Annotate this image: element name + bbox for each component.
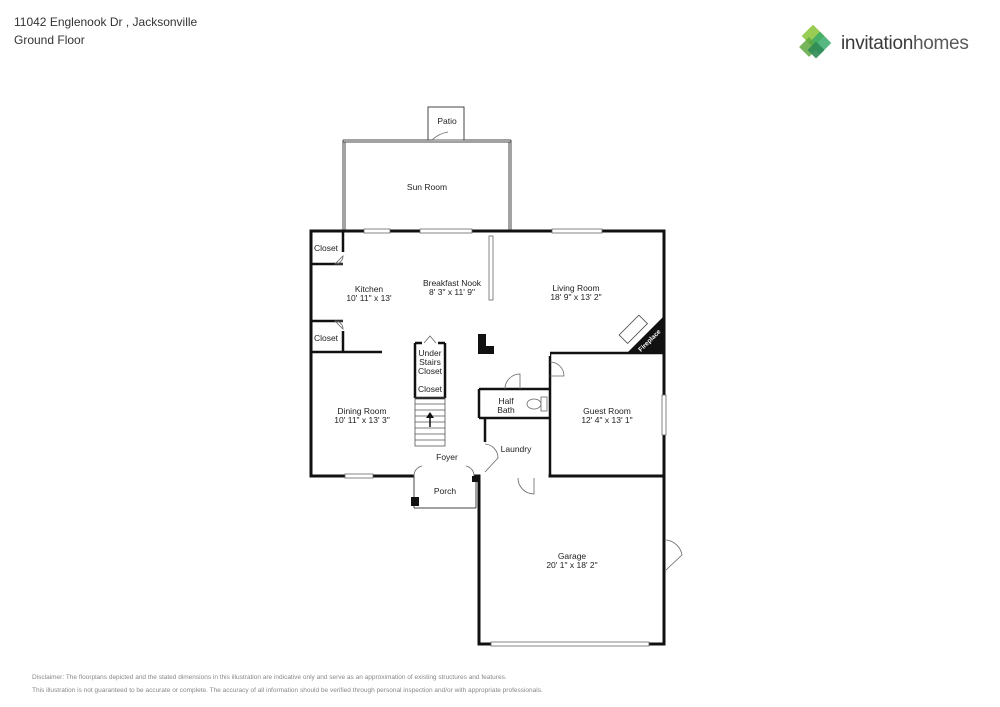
door-swings bbox=[334, 131, 683, 571]
guest-room-label: Guest Room bbox=[583, 406, 631, 416]
logo-wordmark: invitationhomes bbox=[841, 33, 969, 55]
porch-column-right bbox=[472, 476, 478, 482]
stair-up-arrow-icon bbox=[426, 412, 434, 427]
column-block-base bbox=[478, 346, 494, 354]
fireplace-hearth bbox=[627, 316, 664, 353]
under-stairs-label-3: Closet bbox=[418, 366, 443, 376]
logo-word-homes: homes bbox=[913, 33, 969, 54]
closet-mid-label: Closet bbox=[314, 333, 339, 343]
property-address: 11042 Englenook Dr , Jacksonville bbox=[14, 15, 198, 29]
logo-mark-icon bbox=[799, 24, 832, 59]
fireplace-insert bbox=[618, 314, 649, 345]
door-openings bbox=[414, 351, 550, 479]
porch-column bbox=[411, 497, 419, 506]
porch-label: Porch bbox=[434, 486, 456, 496]
logo-word-invitation: invitation bbox=[841, 33, 913, 54]
windows bbox=[344, 228, 667, 647]
sun-room-label: Sun Room bbox=[407, 182, 447, 192]
column-block bbox=[478, 334, 486, 354]
kitchen-dimensions: 10' 11" x 13' bbox=[346, 293, 392, 303]
toilet-icon bbox=[526, 396, 548, 412]
half-bath-label-2: Bath bbox=[497, 405, 515, 415]
disclaimer-line-2: This illustration is not guaranteed to b… bbox=[32, 687, 543, 694]
closet-top-label: Closet bbox=[314, 243, 339, 253]
room-labels: Patio Sun Room Closet Kitchen 10' 11" x … bbox=[314, 116, 633, 570]
living-room-dimensions: 18' 9" x 13' 2" bbox=[550, 292, 601, 302]
half-bath-label-1: Half bbox=[498, 396, 514, 406]
disclaimer-line-1: Disclaimer: The floorplans depicted and … bbox=[32, 674, 507, 681]
exterior-walls bbox=[309, 229, 666, 646]
breakfast-nook-dimensions: 8' 3" x 11' 9" bbox=[429, 287, 475, 297]
breakfast-nook-label: Breakfast Nook bbox=[423, 278, 482, 288]
under-stairs-label-2: Stairs bbox=[419, 357, 441, 367]
floor-label: Ground Floor bbox=[14, 33, 85, 47]
kitchen-label: Kitchen bbox=[355, 284, 384, 294]
under-stairs-label-1: Under bbox=[418, 348, 441, 358]
guest-room-dimensions: 12' 4" x 13' 1" bbox=[581, 415, 632, 425]
dining-room-dimensions: 10' 11" x 13' 3" bbox=[334, 415, 389, 425]
stairs-closet-label: Closet bbox=[418, 384, 443, 394]
patio-label: Patio bbox=[437, 116, 457, 126]
living-room-label: Living Room bbox=[552, 283, 599, 293]
laundry-label: Laundry bbox=[501, 444, 532, 454]
garage-label: Garage bbox=[558, 551, 587, 561]
sunroom-outline bbox=[342, 106, 512, 231]
garage-dimensions: 20' 1" x 18' 2" bbox=[546, 560, 597, 570]
dining-room-label: Dining Room bbox=[337, 406, 386, 416]
foyer-label: Foyer bbox=[436, 452, 458, 462]
brand-logo: invitationhomes bbox=[797, 24, 982, 63]
